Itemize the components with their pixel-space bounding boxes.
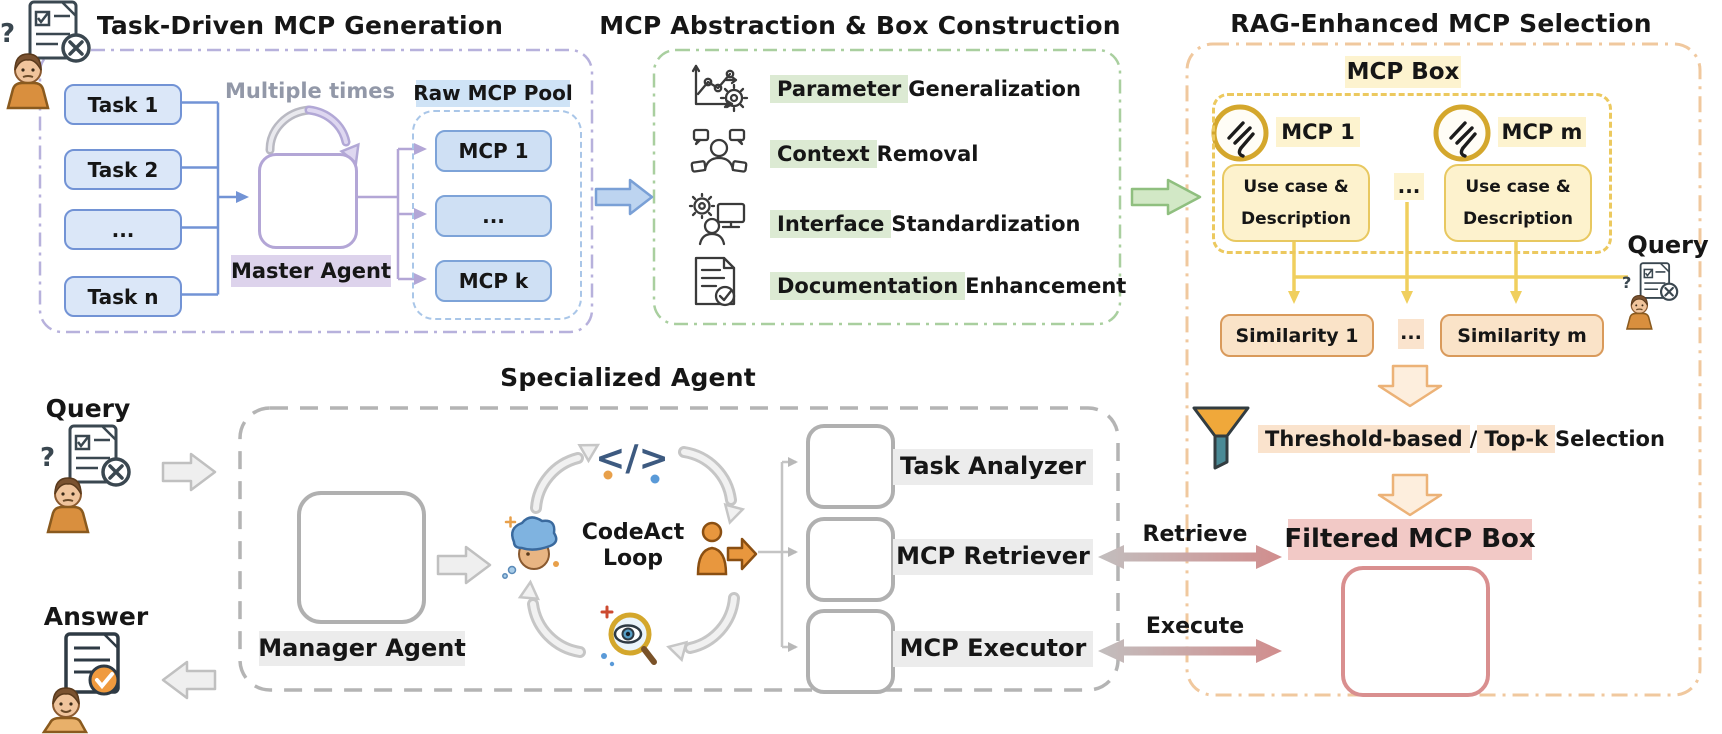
mcp-box-outline bbox=[1212, 93, 1612, 254]
codeact-loop-arrows bbox=[517, 443, 746, 663]
abstraction-to-selection-arrow bbox=[1130, 178, 1202, 216]
pool-mcp-item: ... bbox=[435, 195, 552, 237]
mcp-executor-label: MCP Executor bbox=[893, 631, 1093, 667]
mcp-retriever-label: MCP Retriever bbox=[893, 539, 1093, 575]
task-analyzer-card bbox=[806, 424, 895, 509]
code-icon-dots bbox=[603, 470, 660, 484]
svg-text:?: ? bbox=[0, 19, 15, 49]
execute-arrow bbox=[1098, 639, 1282, 663]
abstraction-item: Interface Standardization bbox=[770, 209, 1081, 239]
pool-mcp-item: MCP 1 bbox=[435, 130, 552, 172]
retrieve-arrow bbox=[1098, 545, 1282, 569]
raw-mcp-pool-title: Raw MCP Pool bbox=[413, 80, 573, 107]
similarity-to-filter-arrow bbox=[1377, 364, 1443, 408]
multiple-times-note: Multiple times bbox=[225, 78, 395, 103]
use-case-line2: Description bbox=[1463, 209, 1573, 229]
mcp-retriever-card bbox=[806, 517, 895, 602]
abstraction-item-rest: Enhancement bbox=[965, 274, 1127, 298]
answer-person-icon bbox=[41, 632, 120, 734]
abstraction-item-highlight: Parameter bbox=[770, 75, 909, 103]
abstraction-item-highlight: Interface bbox=[770, 210, 892, 238]
abstraction-item-highlight: Documentation bbox=[770, 272, 966, 300]
use-case-card: Use case & Description bbox=[1444, 164, 1592, 242]
use-case-line1: Use case & bbox=[1243, 176, 1349, 197]
selection-section-title: RAG-Enhanced MCP Selection bbox=[1230, 9, 1652, 38]
answer-label: Answer bbox=[43, 601, 149, 631]
manager-agent-label: Manager Agent bbox=[258, 631, 466, 666]
abstraction-item: Documentation Enhancement bbox=[770, 271, 1126, 301]
query-label: Query bbox=[45, 393, 131, 423]
query-person-icon: ? bbox=[0, 0, 91, 110]
selection-query-label: Query bbox=[1627, 231, 1709, 260]
abstraction-item-rest: Standardization bbox=[891, 212, 1081, 236]
task-analyzer-label: Task Analyzer bbox=[893, 449, 1093, 485]
task-box: Task 1 bbox=[64, 84, 182, 125]
abstraction-item: Context Removal bbox=[770, 139, 978, 169]
mcp-m-label: MCP m bbox=[1498, 117, 1586, 147]
people-chat-icon bbox=[690, 128, 748, 173]
selection-section-outline bbox=[1185, 42, 1702, 697]
mcp-logo-icon bbox=[1433, 104, 1491, 162]
gear-monitor-icon bbox=[688, 192, 746, 246]
document-check-icon bbox=[694, 256, 736, 307]
use-case-card: Use case & Description bbox=[1222, 164, 1370, 242]
generation-to-abstraction-arrow bbox=[594, 178, 654, 216]
codeact-loop-line2: Loop bbox=[603, 546, 663, 572]
generation-section-title: Task-Driven MCP Generation bbox=[96, 11, 504, 40]
code-icon: </> bbox=[595, 438, 668, 479]
codeact-loop-line1: CodeAct bbox=[581, 520, 685, 545]
abstraction-section-outline bbox=[652, 48, 1122, 326]
eye-magnifier-icon bbox=[600, 605, 657, 667]
task-box: ... bbox=[64, 209, 182, 250]
pool-connector bbox=[352, 143, 427, 285]
funnel-icon bbox=[1192, 406, 1250, 470]
use-case-line2: Description bbox=[1241, 209, 1351, 229]
mcp-box-title: MCP Box bbox=[1345, 56, 1461, 88]
topk-highlight: Top-k bbox=[1477, 425, 1556, 453]
abstraction-item-rest: Removal bbox=[876, 142, 979, 166]
thinking-head-icon bbox=[502, 516, 559, 579]
master-agent-card bbox=[258, 153, 358, 249]
manager-agent-card bbox=[297, 491, 426, 624]
selection-rest: Selection bbox=[1555, 427, 1665, 451]
person-delegate-icon bbox=[696, 521, 758, 576]
use-case-line1: Use case & bbox=[1465, 176, 1571, 197]
similarity-ellipsis: ... bbox=[1398, 319, 1424, 349]
manager-to-loop-arrow bbox=[436, 545, 492, 585]
pool-mcp-item: MCP k bbox=[435, 260, 552, 302]
threshold-selection-label: Threshold-based / Top-k Selection bbox=[1258, 423, 1665, 455]
generation-section-outline bbox=[38, 48, 594, 334]
task-bus-connector bbox=[180, 101, 249, 296]
execute-label: Execute bbox=[1145, 614, 1245, 640]
task-box: Task 2 bbox=[64, 149, 182, 190]
retrieve-label: Retrieve bbox=[1142, 522, 1248, 548]
mcp-executor-card bbox=[806, 609, 895, 694]
similarity-box: Similarity m bbox=[1440, 314, 1604, 357]
chart-gear-icon bbox=[691, 64, 749, 113]
filtered-mcp-box-title: Filtered MCP Box bbox=[1284, 519, 1536, 560]
answer-output-arrow bbox=[161, 660, 217, 700]
abstraction-section-title: MCP Abstraction & Box Construction bbox=[599, 11, 1121, 40]
mcp-ellipsis: ... bbox=[1394, 173, 1424, 200]
query-input-arrow bbox=[161, 452, 217, 492]
similarity-box: Similarity 1 bbox=[1220, 314, 1374, 357]
filter-to-filtered-box-arrow bbox=[1377, 473, 1443, 517]
task-box: Task n bbox=[64, 276, 182, 317]
mcp-1-label: MCP 1 bbox=[1276, 117, 1360, 147]
codeact-loop-label: CodeAct Loop bbox=[574, 520, 692, 573]
raw-mcp-pool-box bbox=[412, 110, 582, 320]
threshold-separator: / bbox=[1469, 427, 1478, 451]
specialized-section-title: Specialized Agent bbox=[500, 363, 756, 392]
subagent-branch-connector bbox=[758, 457, 798, 652]
abstraction-item-rest: Generalization bbox=[908, 77, 1081, 101]
threshold-highlight: Threshold-based bbox=[1258, 425, 1470, 453]
master-agent-label: Master Agent bbox=[231, 255, 391, 287]
filtered-mcp-box-card bbox=[1341, 566, 1490, 697]
abstraction-item-highlight: Context bbox=[770, 140, 877, 168]
abstraction-item: Parameter Generalization bbox=[770, 74, 1081, 104]
multiple-times-arrow bbox=[265, 105, 360, 166]
